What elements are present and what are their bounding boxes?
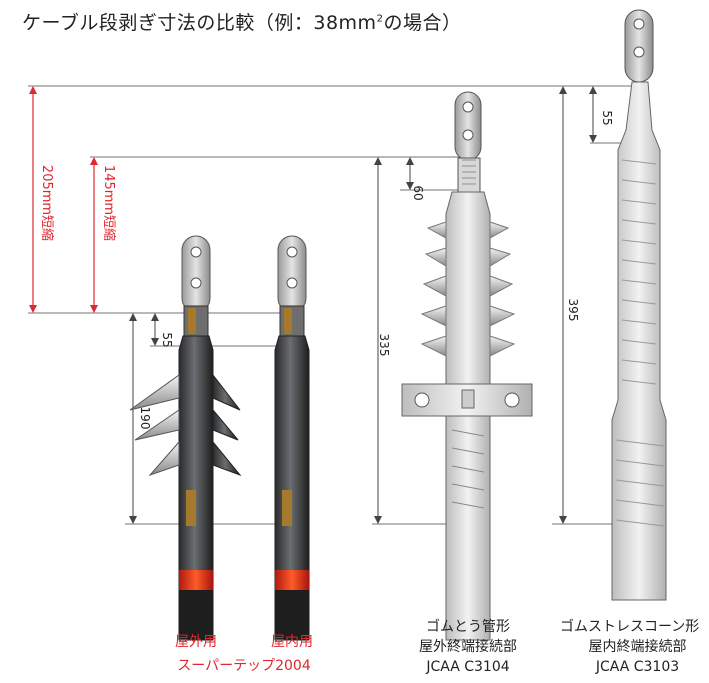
dim-335-label: 335 xyxy=(377,333,391,357)
stress-cone-indoor-termination xyxy=(611,9,667,601)
rubber-tube-outdoor-termination xyxy=(401,91,533,641)
outdoor-label: 屋外用 xyxy=(175,634,217,650)
shorten-205-label: 205mm短縮 xyxy=(39,164,54,242)
indoor-label: 屋内用 xyxy=(271,634,313,650)
dim-60-label: 60 xyxy=(411,185,425,201)
diagram-title: ケーブル段剥ぎ寸法の比較（例：38mm2の場合） xyxy=(22,12,462,34)
reference-lines xyxy=(28,85,640,525)
dim-55-right-label: 55 xyxy=(600,110,614,126)
product-label: スーパーテップ2004 xyxy=(177,658,311,674)
supertep-indoor-termination xyxy=(274,235,310,641)
stress-cone-title: ゴムストレスコーン形 xyxy=(560,619,700,635)
rubber-tube-subtitle: 屋外終端接続部 xyxy=(419,639,517,655)
dim-190-label: 190 xyxy=(138,406,152,430)
stress-cone-subtitle: 屋内終端接続部 xyxy=(588,639,687,655)
shorten-145-label: 145mm短縮 xyxy=(101,164,116,242)
rubber-tube-standard: JCAA C3104 xyxy=(426,659,510,675)
dim-55-left-label: 55 xyxy=(160,332,174,348)
stress-cone-standard: JCAA C3103 xyxy=(595,659,680,675)
supertep-outdoor-termination xyxy=(129,235,242,641)
dim-395-label: 395 xyxy=(566,298,580,322)
rubber-tube-title: ゴムとう管形 xyxy=(426,619,510,635)
